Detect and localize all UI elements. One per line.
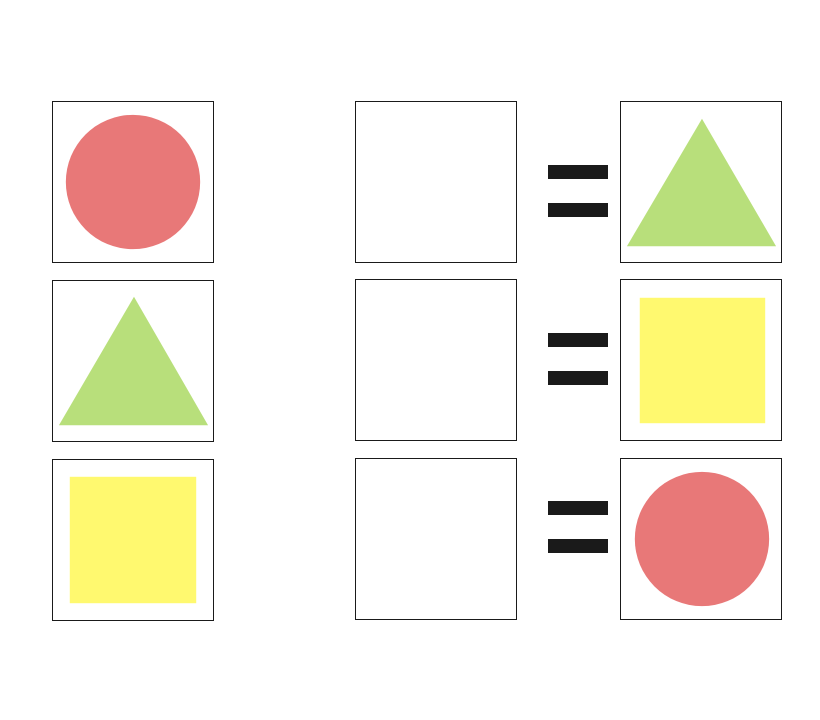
equals-top-bar bbox=[548, 333, 608, 347]
row-2-left-card bbox=[52, 280, 214, 442]
triangle-icon bbox=[58, 296, 209, 426]
equals-bottom-bar bbox=[548, 371, 608, 385]
square-icon bbox=[69, 476, 197, 604]
triangle-icon bbox=[626, 118, 777, 247]
equals-bottom-bar bbox=[548, 539, 608, 553]
circle-icon bbox=[634, 471, 770, 607]
row-1-right-card bbox=[620, 101, 782, 263]
row-3-equals-sign bbox=[548, 501, 608, 553]
row-2-answer-box[interactable] bbox=[355, 279, 517, 441]
row-1-equals-sign bbox=[548, 165, 608, 217]
square-icon bbox=[639, 297, 766, 424]
equals-top-bar bbox=[548, 165, 608, 179]
row-3-right-card bbox=[620, 458, 782, 620]
equals-top-bar bbox=[548, 501, 608, 515]
row-2-right-card bbox=[620, 279, 782, 441]
row-2-equals-sign bbox=[548, 333, 608, 385]
row-1-answer-box[interactable] bbox=[355, 101, 517, 263]
circle-icon bbox=[65, 114, 201, 250]
row-1-left-card bbox=[52, 101, 214, 263]
equals-bottom-bar bbox=[548, 203, 608, 217]
row-3-answer-box[interactable] bbox=[355, 458, 517, 620]
row-3-left-card bbox=[52, 459, 214, 621]
